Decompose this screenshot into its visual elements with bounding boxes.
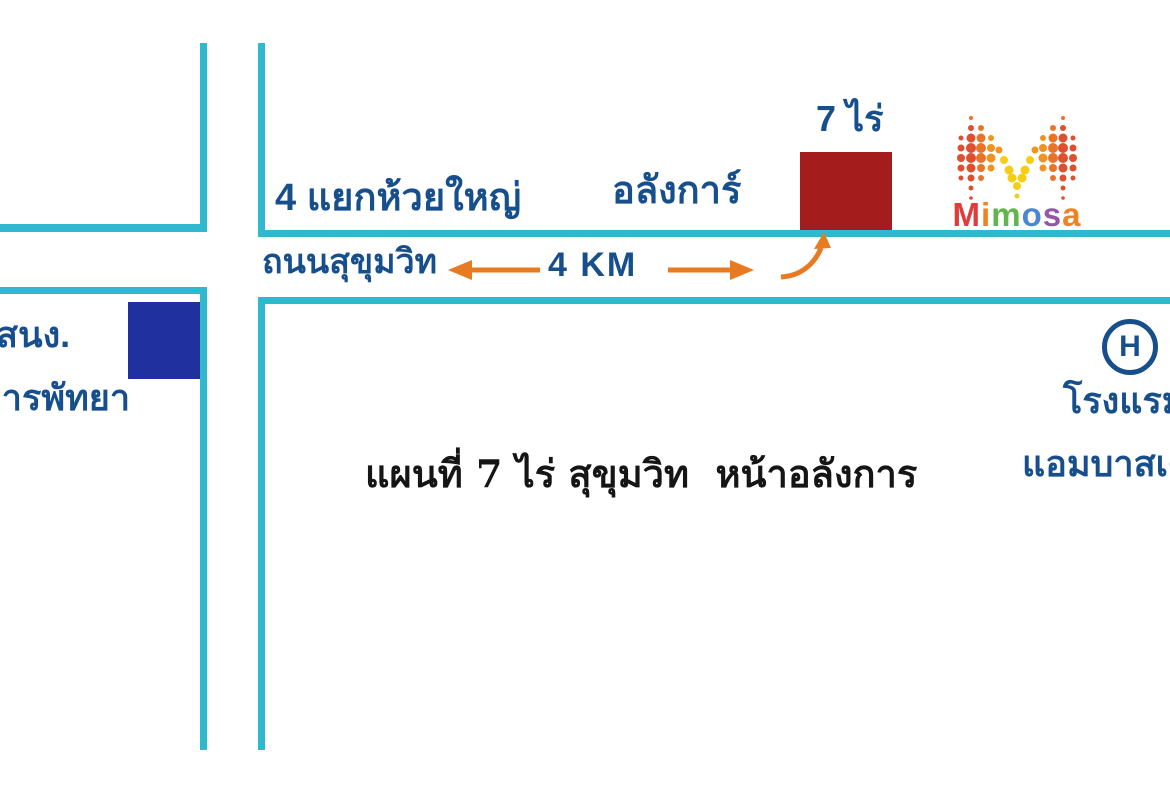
- mimosa-letter: M: [952, 196, 982, 233]
- mimosa-letter: a: [1062, 196, 1082, 233]
- road-upper-left-vertical: [200, 43, 207, 231]
- office-site-marker: [128, 302, 200, 379]
- office-label-line1: สนง.: [0, 314, 71, 355]
- curved-arrow-icon: [780, 232, 831, 280]
- hotel-marker-icon: H: [1102, 319, 1158, 375]
- road-lower-right-horizontal: [258, 297, 1170, 304]
- seven-rai-site-marker: [800, 152, 892, 230]
- mimosa-letter: s: [1042, 196, 1063, 233]
- mimosa-letter: i: [981, 196, 992, 233]
- road-upper-right-vertical: [258, 43, 265, 237]
- road-upper-left-horizontal: [0, 224, 207, 232]
- alangkarn-label: อลังการ์: [612, 170, 742, 212]
- intersection-label: 4 แยกห้วยใหญ่: [275, 177, 522, 219]
- road-lower-right-vertical: [258, 297, 265, 750]
- road-lower-left-horizontal: [0, 287, 207, 294]
- distance-label: 4 KM: [548, 246, 638, 284]
- mimosa-letter: o: [1021, 196, 1043, 233]
- mimosa-wordmark: Mimosa: [942, 198, 1092, 231]
- hotel-label-line1: โรงแรม: [1063, 380, 1170, 421]
- mimosa-letter: m: [991, 196, 1022, 233]
- right-arrow-icon: [668, 260, 754, 280]
- road-upper-right-horizontal: [258, 230, 1170, 237]
- office-label-line2: การพัทยา: [0, 377, 131, 418]
- left-arrow-icon: [448, 260, 540, 280]
- road-lower-left-vertical: [200, 287, 207, 750]
- hotel-label-line2: แอมบาสเดอร์: [1022, 443, 1170, 484]
- mimosa-logo: Mimosa: [942, 110, 1092, 232]
- hotel-h-label: H: [1119, 330, 1141, 363]
- sukhumvit-road-label: ถนนสุขุมวิท: [262, 243, 437, 281]
- mimosa-dot-m-icon: [957, 116, 1077, 200]
- map-caption: แผนที่ 7 ไร่ สุขุมวิท หน้าอลังการ: [365, 451, 918, 496]
- seven-rai-label: 7 ไร่: [816, 98, 884, 139]
